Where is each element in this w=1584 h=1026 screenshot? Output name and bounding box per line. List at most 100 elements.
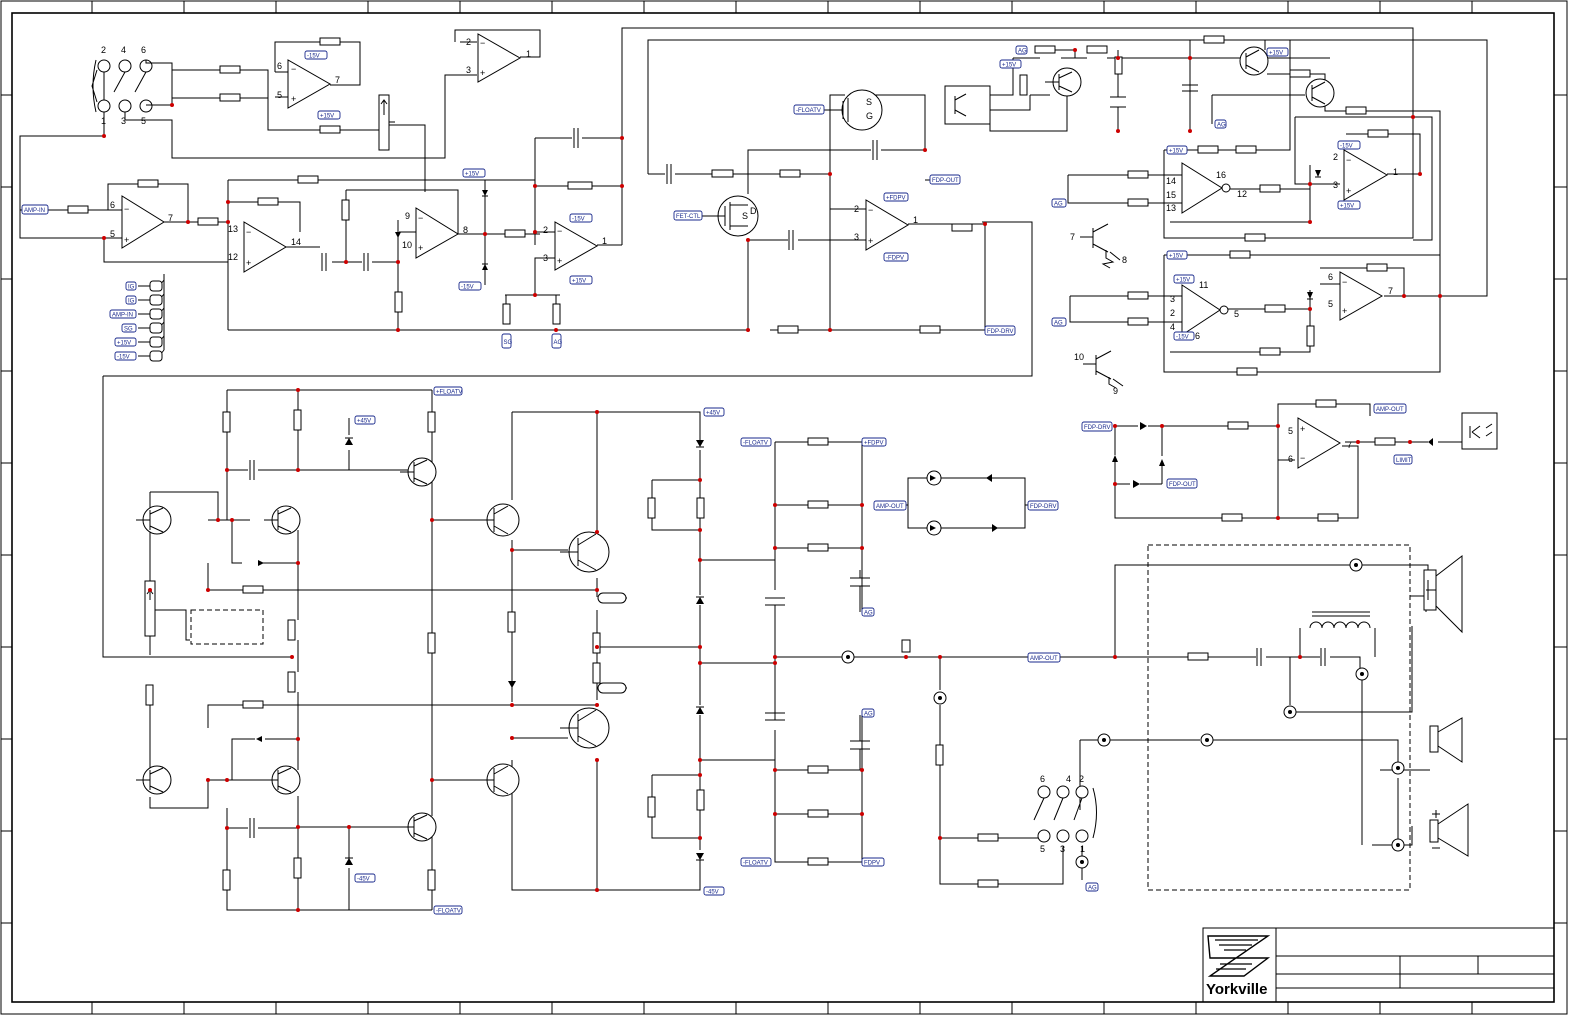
net-minus-fdpv: -FDPV — [886, 256, 904, 262]
net-plus45: +45V — [706, 411, 720, 417]
pin-label: 7 — [335, 75, 340, 85]
svg-text:−: − — [124, 204, 129, 214]
pin-label: 9 — [405, 211, 410, 221]
title-block: Yorkville — [1202, 927, 1555, 1003]
net-plus15: +15V — [1176, 278, 1190, 284]
pin-label: 2 — [1170, 308, 1175, 318]
pin-label: 4 — [121, 45, 126, 55]
pin-label: 7 — [1388, 286, 1393, 296]
svg-text:+: + — [557, 256, 562, 266]
pin-label: 8 — [463, 225, 468, 235]
pin-label: 3 — [543, 253, 548, 263]
pin-label: 5 — [1040, 844, 1045, 854]
svg-text:+: + — [1346, 186, 1351, 196]
ota-lower: 3 2 4 5 11 6 AG +15V +15V -15V — [1051, 250, 1441, 376]
svg-text:−: − — [557, 226, 562, 236]
svg-text:+: + — [868, 236, 873, 246]
net-limit: LIMIT — [1396, 458, 1412, 464]
net-ig: IG — [128, 285, 135, 291]
input-wiring — [19, 29, 541, 239]
pin-label: 10 — [1074, 352, 1084, 362]
svg-text:−: − — [1342, 277, 1347, 287]
pin-label: 6 — [277, 61, 282, 71]
net-fdp-drv: FDP-DRV — [1084, 425, 1111, 431]
net-minus45: -45V — [357, 877, 370, 883]
pin-label: 15 — [1166, 190, 1176, 200]
ota-upper: 14 15 13 12 16 AG +15V — [1051, 40, 1433, 242]
net-plus15: +15V — [117, 341, 131, 347]
power-transistors — [136, 437, 704, 865]
net-fdp-out: FDP-OUT — [1169, 482, 1196, 488]
yorkville-logo: Yorkville — [1206, 935, 1271, 998]
pin-label: 5 — [110, 229, 115, 239]
pin-label: 3 — [1170, 294, 1175, 304]
limit-section: +− 5 6 7 FDP-DRV FDP-OUT AMP-OUT LIMIT — [1081, 399, 1498, 522]
tweeter-speaker — [1429, 803, 1469, 857]
midrange-speaker — [1429, 717, 1463, 763]
pin-label: 14 — [291, 237, 301, 247]
output-section: AMP-OUT AG — [775, 544, 1430, 892]
net-ag: AG — [864, 611, 873, 617]
net-amp-out: AMP-OUT — [1376, 407, 1404, 413]
pin-label: 1 — [526, 49, 531, 59]
pin-label: 6 — [141, 45, 146, 55]
pin-label: 3 — [1333, 180, 1338, 190]
opamp-u5: −+ 2 3 1 -15V +15V SG AG — [501, 128, 623, 349]
net-minus15: -15V — [117, 355, 130, 361]
pin-label: 2 — [101, 45, 106, 55]
net-fdp-out: FDP-OUT — [932, 178, 959, 184]
transistor-q7: 7 8 — [1070, 223, 1127, 269]
net-minus-floatv: -FLOATV — [743, 861, 768, 867]
net-ag: AG — [1088, 886, 1097, 892]
net-plus15: +15V — [1002, 63, 1016, 69]
pin-label: 9 — [1113, 386, 1118, 396]
net-ag: AG — [1054, 202, 1063, 208]
pin-label: 3 — [854, 232, 859, 242]
pin-label: 2 — [1333, 152, 1338, 162]
svg-text:−: − — [480, 38, 485, 48]
pin-label: 5 — [1234, 309, 1239, 319]
pin-label: 2 — [1079, 774, 1084, 784]
opamp-lower-right: −+ 6 5 7 — [1307, 271, 1393, 321]
control-loop-wires — [102, 27, 1488, 658]
fet-section: S D S G FET-CTL -FLOATV — [648, 89, 973, 334]
net-amp-in: AMP-IN — [112, 313, 133, 319]
net-minus15: -15V — [461, 285, 474, 291]
net-minus15: -15V — [1176, 335, 1189, 341]
pin-label: 10 — [402, 240, 412, 250]
optocoupler-top: AG +15V AG +15V — [944, 35, 1441, 296]
svg-text:−: − — [291, 64, 296, 74]
pin-label: 2 — [466, 37, 471, 47]
svg-text:−: − — [418, 213, 423, 223]
pin-label: 13 — [228, 224, 238, 234]
pin-label: 6 — [110, 200, 115, 210]
pin-label: 6 — [1040, 774, 1045, 784]
svg-text:+: + — [1342, 306, 1347, 316]
net-plus-fdpv: +FDPV — [864, 441, 884, 447]
indicator-led-box: AMP-OUT FDP-DRV — [873, 470, 1059, 536]
net-fdp-drv: FDP-DRV — [1030, 504, 1057, 510]
net-amp-in: AMP-IN — [24, 208, 45, 214]
input-connector-jack: 2 4 6 1 3 5 — [91, 45, 153, 126]
opamp-u1: −+ 6 5 7 -15V +15V — [277, 50, 341, 120]
svg-text:+: + — [124, 235, 129, 245]
svg-text:+: + — [480, 68, 485, 78]
pin-label: 3 — [466, 65, 471, 75]
net-plus15: +15V — [1340, 204, 1354, 210]
net-ag: AG — [1217, 123, 1226, 129]
pin-label: 2 — [543, 225, 548, 235]
power-amp-wiring — [149, 389, 863, 911]
net-minus15: -15V — [307, 54, 320, 60]
pin-label: 5 — [1288, 426, 1293, 436]
net-minus-floatv: -FLOATV — [436, 909, 461, 915]
net-plus15: +15V — [320, 114, 334, 120]
net-plus15: +15V — [572, 279, 586, 285]
pin-label: 12 — [228, 252, 238, 262]
opamp-u3: −+ 9 10 8 +15V -15V — [341, 168, 540, 330]
net-minus15: -15V — [1340, 144, 1353, 150]
connector-j-header: IG IG AMP-IN SG +15V -15V — [109, 274, 165, 362]
opamp-upper-right: −+ 2 3 1 -15V +15V — [1315, 140, 1398, 210]
net-minus45: -45V — [706, 890, 719, 896]
net-sg: SG — [124, 327, 133, 333]
net-fdp-drv: FDP-DRV — [987, 329, 1014, 335]
